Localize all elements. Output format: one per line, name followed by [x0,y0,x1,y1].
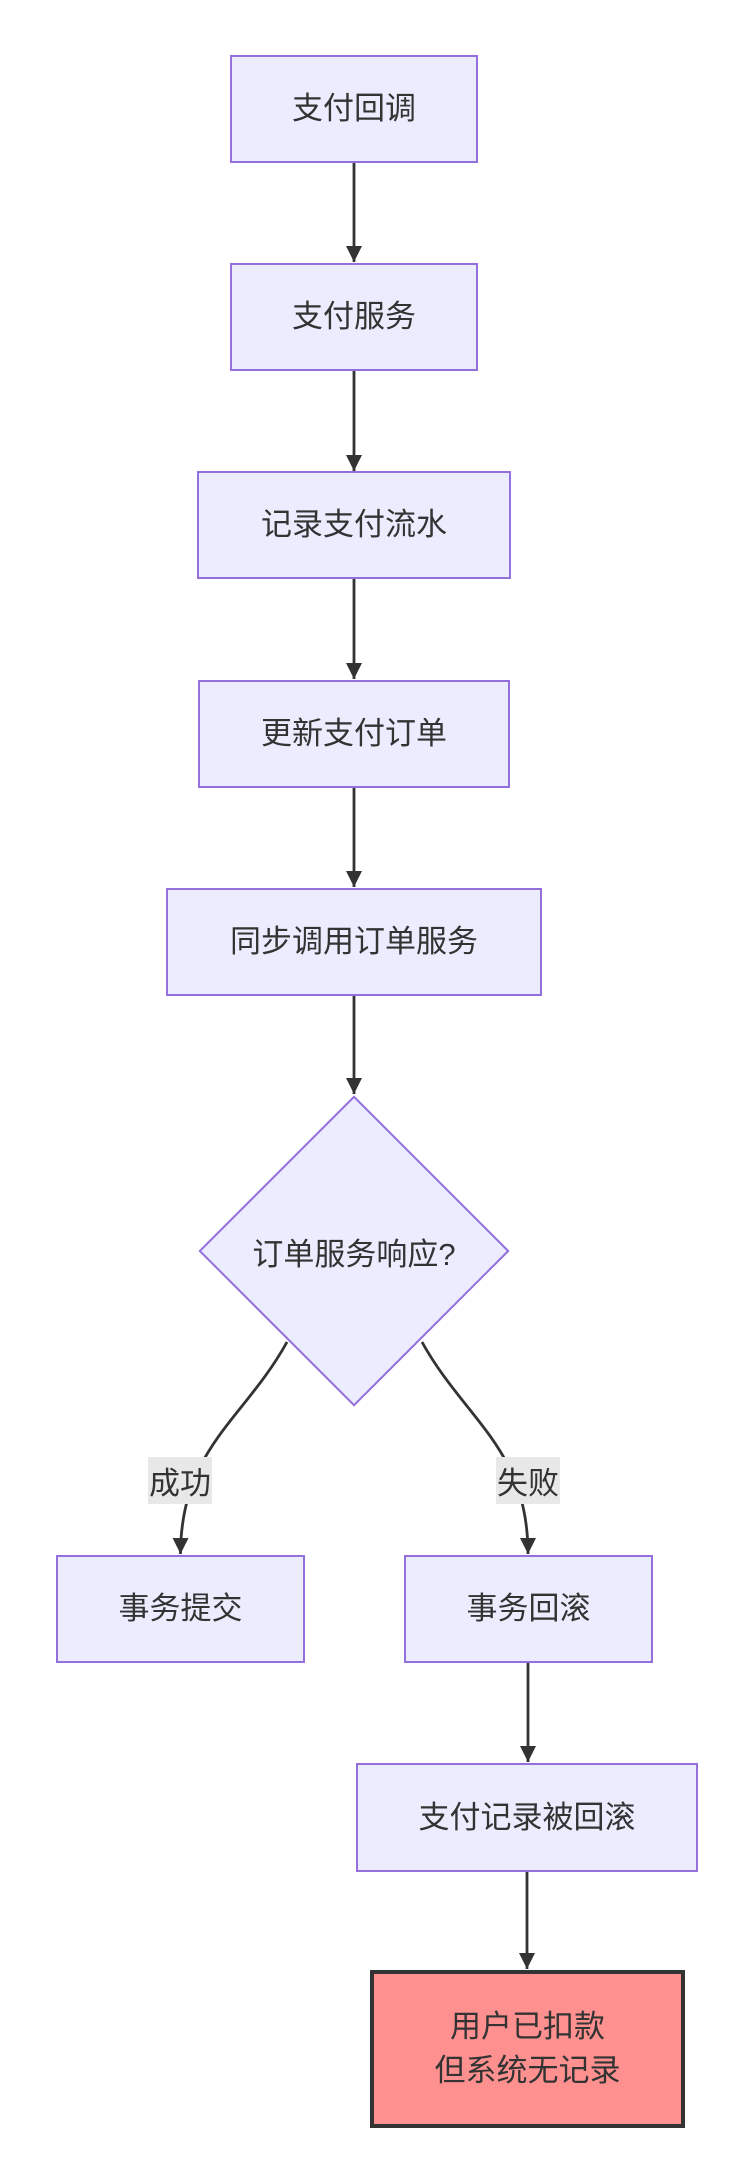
edge-label-text: 成功 [149,1466,211,1501]
node-record-payment-flow: 记录支付流水 [197,471,511,579]
alert-node-user-charged-no-record: 用户已扣款 但系统无记录 [370,1970,685,2128]
node-label: 事务提交 [118,1591,243,1626]
node-label: 记录支付流水 [261,507,447,542]
node-label: 支付回调 [292,91,416,126]
edge-label-failure: 失败 [496,1457,560,1504]
edge-label-text: 失败 [497,1466,559,1501]
edge-decision-failure [420,1341,536,1555]
decision-node-label: 订单服务响应? [204,1229,504,1273]
node-update-payment-order: 更新支付订单 [198,680,510,788]
edge-decision-success [172,1341,289,1555]
alert-line-1: 用户已扣款 [450,2009,605,2044]
node-payment-service: 支付服务 [230,263,478,371]
node-transaction-commit: 事务提交 [56,1555,305,1663]
decision-text: 订单服务响应? [252,1236,456,1272]
node-label: 事务回滚 [466,1591,591,1626]
alert-line-2: 但系统无记录 [434,2053,621,2088]
edge-label-success: 成功 [148,1457,212,1504]
node-label: 支付记录被回滚 [418,1799,636,1835]
node-payment-callback: 支付回调 [230,55,478,163]
node-label: 更新支付订单 [261,716,447,751]
node-transaction-rollback: 事务回滚 [404,1555,653,1663]
node-label: 支付服务 [292,299,416,334]
node-label: 同步调用订单服务 [230,924,478,959]
node-sync-call-order-service: 同步调用订单服务 [166,888,542,996]
node-payment-record-rolled-back: 支付记录被回滚 [356,1763,698,1872]
